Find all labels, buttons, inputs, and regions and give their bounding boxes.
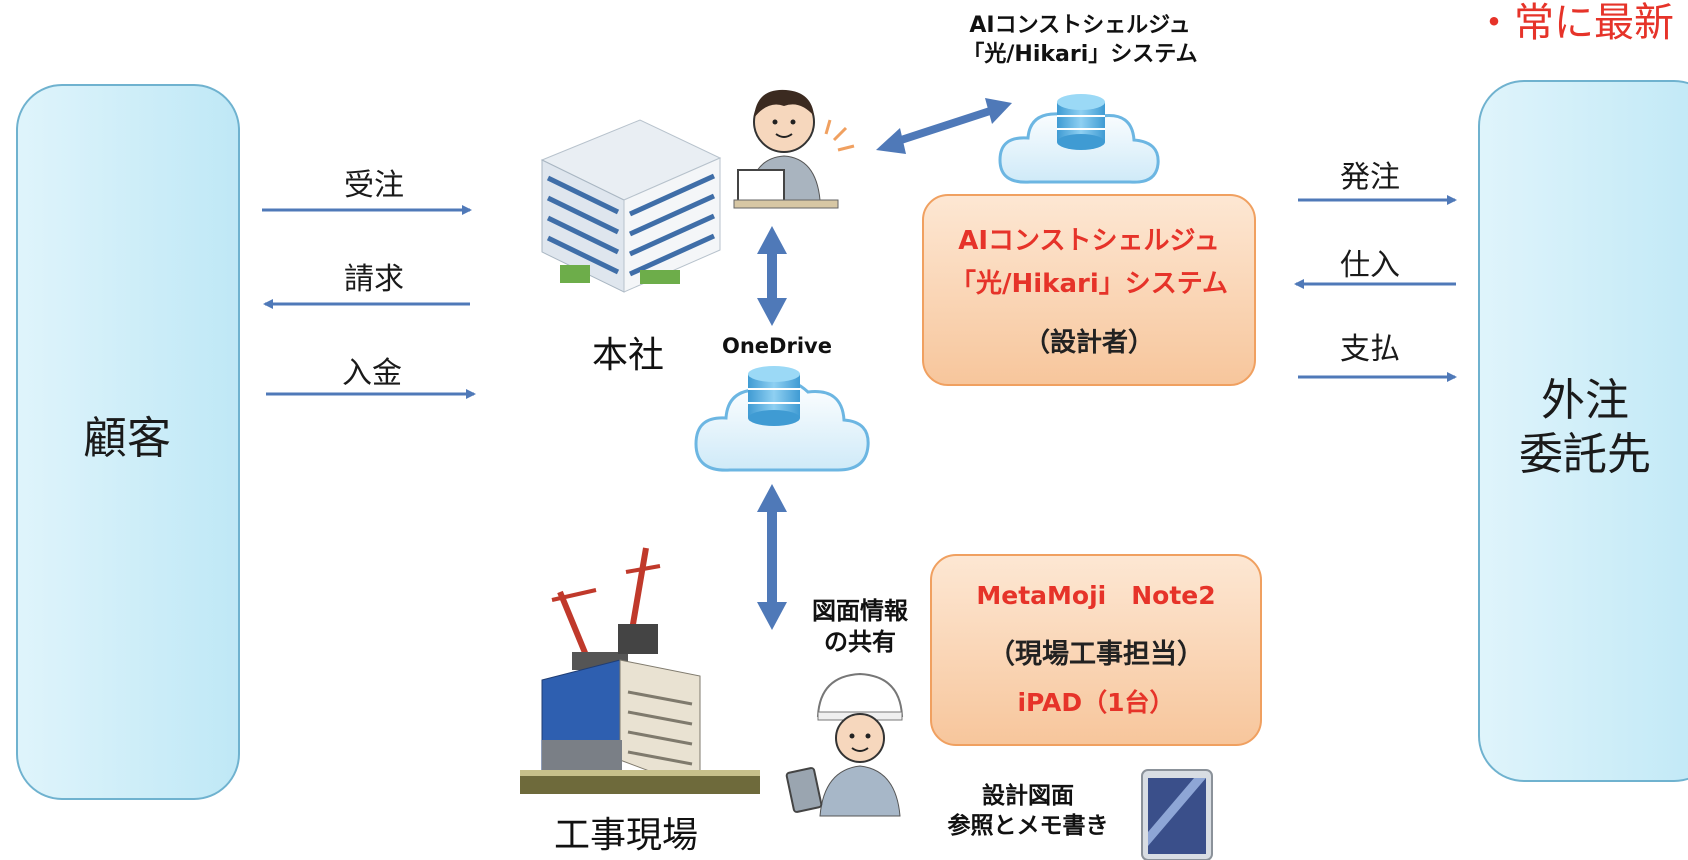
arrow-office-to-cloud	[876, 98, 1012, 154]
customer-panel	[16, 84, 240, 800]
cloud-system-label-line2: 「光/Hikari」システム	[962, 41, 1198, 67]
arrow-onedrive-to-site	[757, 484, 787, 630]
site-box-role: （現場工事担当）	[988, 639, 1204, 670]
flow-label-order-placed: 発注	[1340, 160, 1400, 195]
arrow-office-to-onedrive	[757, 226, 787, 326]
office-worker-illustration	[733, 89, 855, 209]
site-box-app-name: MetaMoji Note2	[976, 581, 1216, 610]
designer-box-role: （設計者）	[1023, 328, 1154, 358]
outsourcer-label-line2: 委託先	[1519, 428, 1651, 480]
customer-label: 顧客	[83, 413, 171, 464]
head-office-building	[540, 119, 722, 293]
cloud-system-icon	[998, 94, 1160, 184]
head-office-label: 本社	[592, 335, 665, 376]
tablet-usage-note-line1: 設計図面	[982, 783, 1074, 809]
onedrive-label: OneDrive	[722, 334, 832, 358]
tablet-usage-note-line2: 参照とメモ書き	[947, 812, 1109, 839]
cloud-system-label-line1: AIコンストシェルジュ	[969, 13, 1191, 38]
site-box-device: iPAD（1台）	[1017, 688, 1175, 717]
corner-note: ・常に最新	[1474, 0, 1674, 46]
flow-label-purchase: 仕入	[1340, 248, 1400, 283]
site-worker-illustration	[785, 672, 904, 817]
designer-system-box: AIコンストシェルジュ 「光/Hikari」システム （設計者）	[922, 194, 1256, 386]
outsourcer-label-line1: 外注	[1541, 375, 1629, 426]
flow-label-invoice: 請求	[344, 262, 404, 297]
flow-label-order-received: 受注	[344, 168, 404, 203]
onedrive-cloud-icon	[694, 366, 870, 472]
construction-site-label: 工事現場	[554, 815, 699, 856]
drawing-share-note-line2: の共有	[824, 628, 896, 657]
flow-label-payment: 支払	[1340, 332, 1400, 367]
tablet-icon	[1141, 769, 1213, 860]
designer-box-line2: 「光/Hikari」システム	[950, 269, 1228, 299]
drawing-share-note-line1: 図面情報	[812, 597, 908, 625]
tablet-usage-note: 設計図面 参照とメモ書き	[938, 782, 1118, 842]
drawing-share-note: 図面情報 の共有	[800, 596, 920, 658]
construction-site-illustration	[520, 547, 760, 794]
flow-label-payment-received: 入金	[342, 356, 402, 391]
site-app-box: MetaMoji Note2 （現場工事担当） iPAD（1台）	[930, 554, 1262, 746]
cloud-system-label: AIコンストシェルジュ 「光/Hikari」システム	[960, 12, 1200, 69]
outsourcer-panel	[1478, 80, 1688, 782]
outsourcer-label: 外注 委託先	[1490, 374, 1680, 481]
designer-box-line1: AIコンストシェルジュ	[958, 226, 1220, 256]
